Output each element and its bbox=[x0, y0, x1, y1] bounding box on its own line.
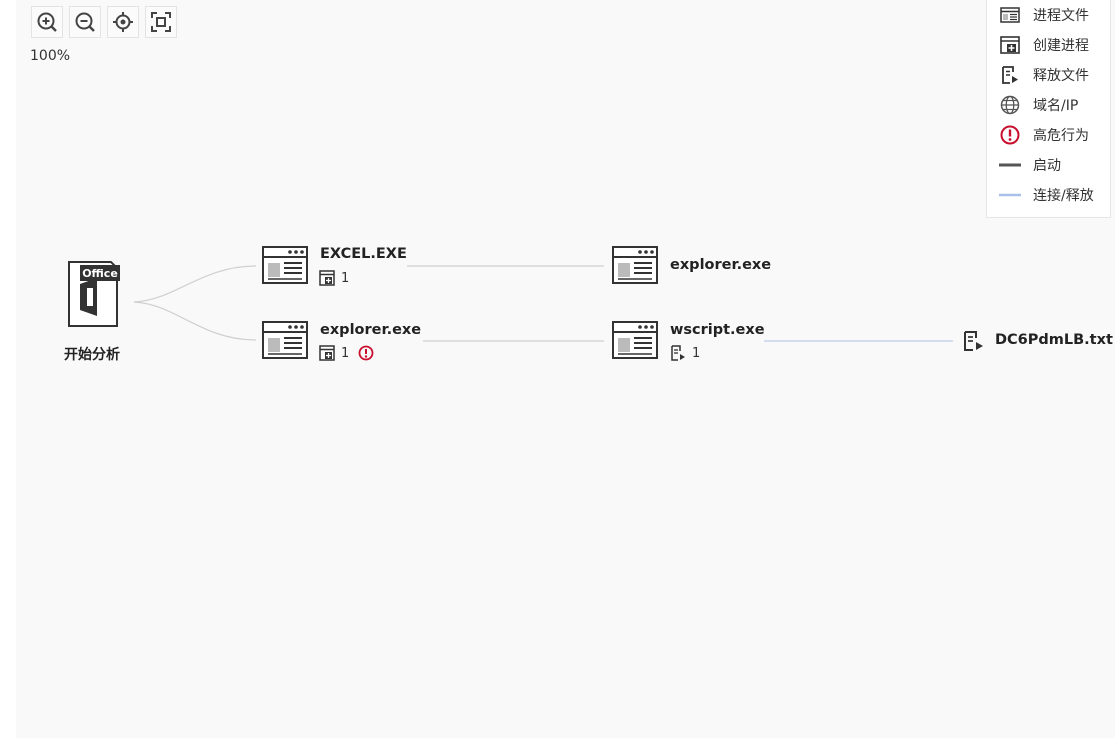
fit-view-button[interactable] bbox=[145, 6, 177, 38]
process-window-icon bbox=[612, 321, 658, 359]
legend-item-process-file: 进程文件 bbox=[999, 5, 1089, 25]
link-root-explorer bbox=[133, 301, 257, 341]
globe-icon bbox=[1000, 95, 1020, 115]
process-file-icon bbox=[1000, 7, 1020, 23]
crosshair-icon bbox=[113, 12, 133, 32]
process-name: explorer.exe bbox=[670, 257, 772, 273]
legend-label: 启动 bbox=[1033, 158, 1061, 174]
legend-label: 域名/IP bbox=[1033, 98, 1079, 114]
create-process-icon bbox=[1000, 36, 1020, 54]
alert-icon bbox=[358, 345, 374, 361]
legend-item-start: 启动 bbox=[999, 155, 1061, 175]
legend-panel: 进程文件 创建进程 释放文件 bbox=[986, 0, 1111, 218]
legend-label: 高危行为 bbox=[1033, 128, 1089, 144]
legend-item-release-file: 释放文件 bbox=[999, 65, 1089, 85]
legend-item-create-process: 创建进程 bbox=[999, 35, 1089, 55]
high-risk-alert[interactable] bbox=[358, 345, 374, 361]
root-label: 开始分析 bbox=[64, 347, 120, 363]
root-node[interactable]: Office 开始分析 bbox=[60, 258, 140, 368]
graph-links bbox=[133, 265, 953, 342]
create-count: 1 bbox=[341, 345, 350, 361]
create-process-icon bbox=[319, 270, 335, 286]
create-process-stat: 1 bbox=[319, 345, 374, 361]
process-window-icon bbox=[262, 321, 308, 359]
process-window-icon bbox=[262, 246, 308, 284]
zoom-in-icon bbox=[37, 12, 57, 32]
zoom-out-button[interactable] bbox=[69, 6, 101, 38]
connect-line-icon bbox=[999, 193, 1021, 197]
graph-canvas[interactable]: 100% Office 开始分析 EXCEL.EXE bbox=[16, 0, 1115, 738]
locate-button[interactable] bbox=[107, 6, 139, 38]
legend-label: 创建进程 bbox=[1033, 38, 1089, 54]
office-badge-text: Office bbox=[82, 266, 118, 280]
legend-item-domain-ip: 域名/IP bbox=[999, 95, 1078, 115]
zoom-level: 100% bbox=[30, 48, 71, 64]
file-name: DC6PdmLB.txt bbox=[995, 332, 1113, 348]
create-process-icon bbox=[319, 345, 335, 361]
process-window-icon bbox=[612, 246, 658, 284]
alert-icon bbox=[1000, 125, 1020, 145]
legend-item-connect: 连接/释放 bbox=[999, 185, 1094, 205]
graph-toolbar bbox=[31, 6, 177, 38]
process-name: EXCEL.EXE bbox=[320, 246, 407, 262]
office-badge: Office bbox=[80, 265, 120, 281]
legend-label: 进程文件 bbox=[1033, 8, 1089, 24]
release-file-icon bbox=[1002, 66, 1018, 84]
release-file-stat: 1 bbox=[670, 345, 700, 361]
legend-item-high-risk: 高危行为 bbox=[999, 125, 1089, 145]
process-name: wscript.exe bbox=[670, 322, 765, 338]
zoom-out-icon bbox=[75, 12, 95, 32]
start-line-icon bbox=[999, 163, 1021, 167]
create-count: 1 bbox=[341, 270, 350, 286]
release-file-icon bbox=[964, 331, 983, 351]
zoom-in-button[interactable] bbox=[31, 6, 63, 38]
fit-screen-icon bbox=[151, 12, 171, 32]
release-file-icon bbox=[671, 345, 685, 361]
release-count: 1 bbox=[692, 345, 701, 361]
legend-label: 连接/释放 bbox=[1033, 188, 1094, 204]
process-name: explorer.exe bbox=[320, 322, 422, 338]
legend-label: 释放文件 bbox=[1033, 68, 1089, 84]
link-root-excel bbox=[133, 265, 257, 303]
create-process-stat: 1 bbox=[319, 270, 349, 286]
